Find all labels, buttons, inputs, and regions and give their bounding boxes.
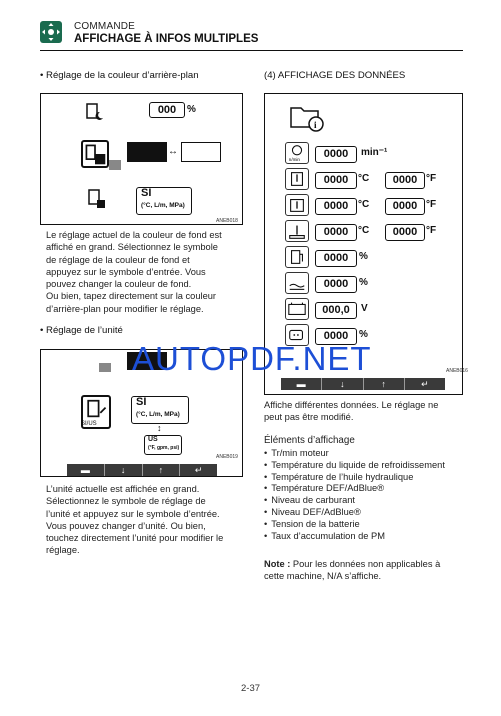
rpm-icon: n/min	[285, 142, 309, 164]
bg-percent-value: 000	[149, 102, 185, 118]
battery-unit: V	[361, 303, 368, 314]
def-c-value: 0000	[315, 224, 357, 241]
unit-paragraph: L’unité actuelle est affichée en grand. …	[46, 484, 224, 556]
note-label: Note :	[264, 559, 291, 569]
def-c-unit: °C	[358, 225, 370, 236]
list-item: Niveau DEF/AdBlue®	[264, 507, 445, 519]
fuel-value: 0000	[315, 250, 357, 267]
figure-tag: ANEB018	[216, 218, 238, 224]
hydraulic-c-value: 0000	[315, 198, 357, 215]
unit-figure: SI/US SI (°C, L/m, MPa) ↕ US (°F, gpm, p…	[40, 349, 243, 477]
coolant-c-unit: °C	[358, 173, 370, 184]
hydraulic-temp-icon	[285, 194, 309, 216]
softkey-up[interactable]: ↑	[143, 464, 181, 476]
bg-unit-value: SI	[141, 187, 152, 199]
note-text: Pour les données non applicables à	[290, 559, 441, 569]
unit-current-box[interactable]: SI (°C, L/m, MPa)	[131, 396, 189, 424]
note: Note : Pour les données non applicables …	[264, 558, 440, 583]
softkey-enter[interactable]: ↵	[194, 465, 203, 475]
menu-cross-icon	[40, 21, 62, 43]
pm-value: 0000	[315, 328, 357, 345]
bg-color-figure: 000 % ↔ SI (°C, L/m, MPa) ANEB018	[40, 93, 243, 225]
unit-current-value: SI	[136, 396, 147, 408]
unit-section-title: • Réglage de l’unité	[40, 325, 123, 336]
swap-arrow-icon: ↔	[168, 146, 178, 157]
battery-value: 000,0	[315, 302, 357, 319]
softkey-up[interactable]: ↑	[364, 378, 405, 390]
pm-accumulation-icon	[285, 324, 309, 346]
def-temp-icon	[285, 220, 309, 242]
fuel-unit: %	[359, 251, 368, 262]
softkey-down[interactable]: ↓	[322, 378, 364, 390]
svg-text:n/min: n/min	[289, 157, 301, 162]
svg-text:i: i	[314, 120, 317, 130]
fuel-level-icon	[285, 246, 309, 268]
def-f-value: 0000	[385, 224, 425, 241]
background-moon-icon	[85, 102, 105, 122]
figure-tag: ANEB019	[216, 454, 238, 460]
bg-unit-box[interactable]: SI (°C, L/m, MPa)	[136, 187, 192, 215]
bg-color-select-icon[interactable]	[81, 140, 109, 168]
figure-tag: ANEB016	[446, 368, 468, 374]
unit-si-us-icon[interactable]	[81, 395, 111, 429]
coolant-f-unit: °F	[426, 173, 437, 184]
rpm-value: 0000	[315, 146, 357, 163]
def-level-icon	[285, 272, 309, 294]
bg-paragraph: Le réglage actuel de la couleur de fond …	[46, 230, 222, 314]
unit-softkey-bar: ▬ ↓ ↑ ↵	[67, 464, 217, 476]
softkey-enter[interactable]: ↵	[421, 379, 429, 389]
coolant-temp-icon	[285, 168, 309, 190]
hydraulic-c-unit: °C	[358, 199, 370, 210]
softkey-menu[interactable]: ▬	[281, 378, 323, 390]
data-caption: Affiche différentes données. Le réglage …	[264, 400, 439, 423]
list-item: Tr/min moteur	[264, 448, 445, 460]
softkey-down[interactable]: ↓	[105, 464, 143, 476]
coolant-c-value: 0000	[315, 172, 357, 189]
coolant-f-value: 0000	[385, 172, 425, 189]
unit-icon-label: SI/US	[81, 421, 97, 427]
data-softkey-bar: ▬ ↓ ↑ ↵	[281, 378, 445, 390]
bg-color-swatch-black[interactable]	[127, 142, 167, 162]
list-item: Température de l’huile hydraulique	[264, 472, 445, 484]
unit-alt-sub: (°F, gpm, psi)	[148, 445, 180, 451]
softkey-menu[interactable]: ▬	[67, 464, 105, 476]
elements-list: Tr/min moteur Température du liquide de …	[264, 448, 445, 542]
unit-setting-icon	[85, 188, 107, 210]
elements-title: Éléments d’affichage	[264, 435, 355, 446]
bg-unit-sub: (°C, L/m, MPa)	[141, 202, 185, 209]
hydraulic-f-value: 0000	[385, 198, 425, 215]
unit-bg-swatch-grey	[99, 363, 111, 372]
page-number: 2-37	[241, 683, 261, 694]
data-display-figure: i n/min 0000 min⁻¹ 0000 °C 0000 °F 0000 …	[264, 93, 468, 395]
def-level-unit: %	[359, 277, 368, 288]
header-rule	[40, 50, 463, 51]
pm-unit: %	[359, 329, 368, 340]
list-item: Température du liquide de refroidissemen…	[264, 460, 445, 472]
battery-icon	[285, 298, 309, 320]
bg-color-swatch-grey	[109, 160, 121, 170]
def-f-unit: °F	[426, 225, 437, 236]
bg-color-swatch-white[interactable]	[181, 142, 221, 162]
header-subtitle: COMMANDE	[74, 21, 136, 32]
list-item: Taux d’accumulation de PM	[264, 531, 445, 543]
note-text-2: cette machine, N/A s’affiche.	[264, 571, 382, 582]
rpm-unit: min⁻¹	[361, 147, 388, 158]
bg-section-title: • Réglage de la couleur d’arrière-plan	[40, 70, 199, 81]
list-item: Température DEF/AdBlue®	[264, 483, 445, 495]
header-title: AFFICHAGE À INFOS MULTIPLES	[74, 33, 259, 45]
data-section-title: (4) AFFICHAGE DES DONNÉES	[264, 70, 406, 81]
unit-current-sub: (°C, L/m, MPa)	[136, 411, 180, 418]
bg-percent-unit: %	[187, 104, 196, 115]
unit-alt-box[interactable]: US (°F, gpm, psi)	[144, 435, 182, 455]
unit-swap-arrow-icon: ↕	[157, 423, 162, 433]
def-level-value: 0000	[315, 276, 357, 293]
unit-alt-value: US	[148, 436, 158, 443]
hydraulic-f-unit: °F	[426, 199, 437, 210]
unit-bg-swatch-black	[127, 352, 167, 370]
folder-info-icon: i	[289, 102, 327, 134]
list-item: Niveau de carburant	[264, 495, 445, 507]
list-item: Tension de la batterie	[264, 519, 445, 531]
watermark: AUTOPDF.NET	[132, 340, 372, 377]
